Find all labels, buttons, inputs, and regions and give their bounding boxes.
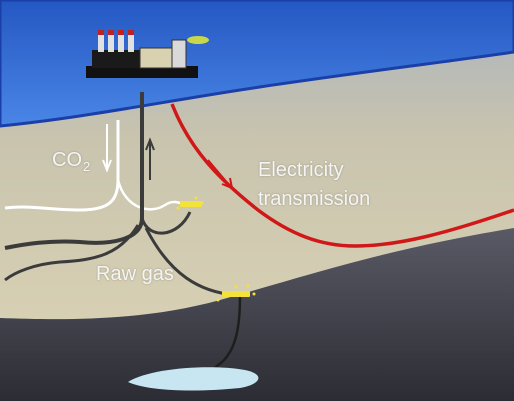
co2-branch-line bbox=[116, 179, 187, 211]
co2-injection-line bbox=[4, 120, 120, 212]
rock-layer bbox=[0, 228, 514, 401]
gas-well-branch-low bbox=[4, 224, 140, 282]
gas-well-branch-right bbox=[140, 211, 192, 235]
fracture-icon bbox=[176, 196, 204, 210]
fracture-icon bbox=[216, 284, 256, 302]
electricity-label-line2: transmission bbox=[258, 188, 371, 210]
co2-label: CO2 bbox=[52, 149, 90, 174]
electricity-arrow-icon bbox=[207, 159, 234, 190]
co2-label-subscript: 2 bbox=[83, 159, 91, 174]
raw-gas-label: Raw gas bbox=[96, 263, 174, 285]
co2-arrow-icon bbox=[102, 124, 112, 173]
reservoir bbox=[128, 367, 259, 391]
co2-label-main: CO bbox=[52, 149, 82, 171]
electricity-label-line1: Electricity bbox=[258, 159, 344, 181]
electricity-label: Electricity transmission bbox=[258, 156, 370, 214]
power-plant-icon bbox=[86, 30, 209, 78]
electricity-line bbox=[170, 103, 514, 248]
gas-well-trunk bbox=[4, 92, 144, 250]
gas-arrow-icon bbox=[145, 137, 155, 180]
